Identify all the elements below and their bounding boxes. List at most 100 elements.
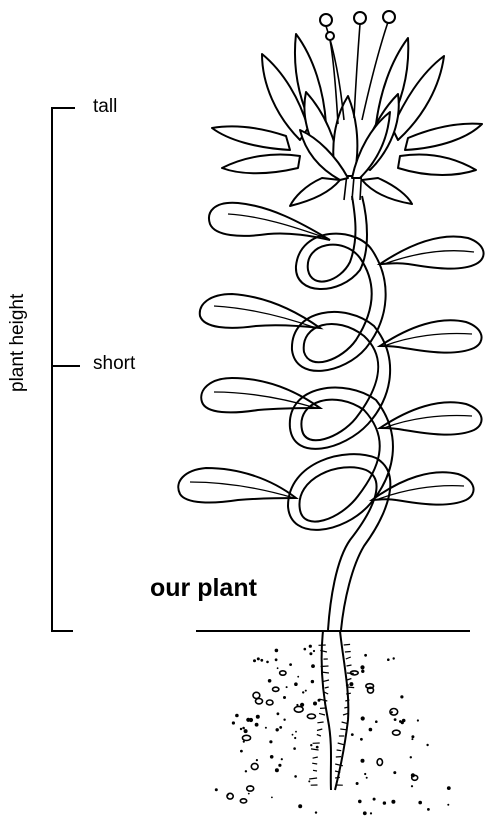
root-hair — [335, 777, 340, 778]
root-hair — [317, 735, 321, 737]
soil-speck — [279, 726, 282, 729]
soil-speck — [297, 676, 299, 678]
soil-speck — [426, 744, 428, 746]
soil-speck — [293, 747, 296, 750]
soil-speck — [278, 764, 281, 767]
plant-height-axis-label: plant height — [7, 294, 29, 392]
soil-speck — [275, 768, 279, 772]
soil-speck — [391, 711, 393, 713]
tall-label: tall — [93, 96, 117, 118]
soil-pebble — [251, 763, 258, 769]
soil-speck — [294, 775, 297, 778]
soil-speck — [292, 734, 294, 736]
soil-speck — [417, 719, 419, 721]
leaf — [380, 236, 484, 268]
root-hair — [321, 666, 329, 667]
root-hair — [319, 699, 327, 701]
soil-speck — [427, 808, 430, 811]
height-scale — [52, 108, 80, 631]
petal — [398, 155, 476, 175]
soil-pebble — [377, 759, 382, 766]
soil-speck — [242, 727, 245, 730]
soil-speck — [240, 750, 243, 753]
soil-speck — [375, 720, 378, 723]
scale-bar — [52, 108, 73, 631]
soil-speck — [298, 804, 302, 808]
soil-speck — [309, 652, 312, 655]
stem — [288, 196, 393, 630]
soil-speck — [304, 648, 307, 651]
petal — [362, 178, 412, 204]
soil-speck — [411, 735, 414, 738]
root-hair — [337, 750, 342, 751]
soil-speck — [311, 664, 315, 668]
soil-speck — [256, 715, 260, 719]
root-hair — [346, 693, 351, 694]
soil-speck — [311, 680, 314, 683]
soil-speck — [364, 773, 366, 775]
leaf — [209, 203, 330, 240]
soil-specks — [215, 645, 451, 816]
soil-speck — [391, 800, 395, 804]
soil-speck — [283, 696, 286, 699]
soil-speck — [257, 657, 260, 660]
root-hair — [344, 644, 350, 645]
soil-pebble — [366, 684, 374, 689]
soil-pebble — [266, 700, 273, 705]
petal — [290, 178, 340, 206]
soil-speck — [360, 738, 363, 741]
soil-speck — [315, 811, 317, 813]
root-hair — [317, 729, 322, 731]
soil-pebble — [307, 714, 315, 719]
root-hair — [313, 770, 317, 771]
soil-speck — [411, 738, 413, 740]
soil-speck — [294, 737, 296, 739]
soil-speck — [277, 712, 280, 715]
soil-speck — [310, 744, 312, 746]
leaf — [380, 402, 482, 434]
soil-speck — [447, 804, 449, 806]
root-hair — [340, 729, 347, 730]
soil-speck — [266, 661, 269, 664]
soil-pebble — [242, 735, 250, 740]
our-plant-label: our plant — [150, 574, 257, 603]
soil-pebble — [294, 706, 303, 712]
soil-speck — [240, 728, 242, 730]
soil-speck — [393, 771, 396, 774]
soil-speck — [270, 755, 274, 759]
soil-pebble — [393, 730, 401, 735]
soil-speck — [366, 777, 368, 779]
soil-speck — [245, 770, 247, 772]
soil-speck — [277, 667, 279, 669]
leaf — [178, 468, 296, 502]
soil-pebble — [280, 671, 286, 675]
soil-pebble — [412, 775, 418, 780]
soil-speck — [373, 798, 376, 801]
soil-speck — [295, 731, 297, 733]
leaves — [178, 203, 483, 505]
soil-speck — [411, 785, 413, 787]
soil-speck — [361, 670, 364, 673]
soil-speck — [269, 740, 272, 743]
soil-speck — [302, 691, 304, 693]
soil-speck — [349, 682, 353, 686]
root-hair — [345, 652, 351, 653]
soil-speck — [253, 659, 256, 662]
soil-speck — [256, 759, 258, 761]
soil-speck — [271, 797, 273, 799]
leaf — [201, 378, 320, 412]
soil-speck — [364, 654, 367, 657]
soil-speck — [402, 719, 406, 723]
root-hair — [311, 749, 319, 750]
soil-speck — [289, 663, 292, 666]
soil-pebble — [256, 699, 263, 704]
soil-speck — [235, 714, 239, 718]
root-hair — [325, 687, 329, 688]
root-hair — [317, 722, 323, 723]
soil-speck — [275, 658, 278, 661]
soil-speck — [356, 782, 359, 785]
soil-pebble — [247, 786, 254, 791]
leaf — [380, 320, 482, 352]
petal — [222, 155, 300, 174]
